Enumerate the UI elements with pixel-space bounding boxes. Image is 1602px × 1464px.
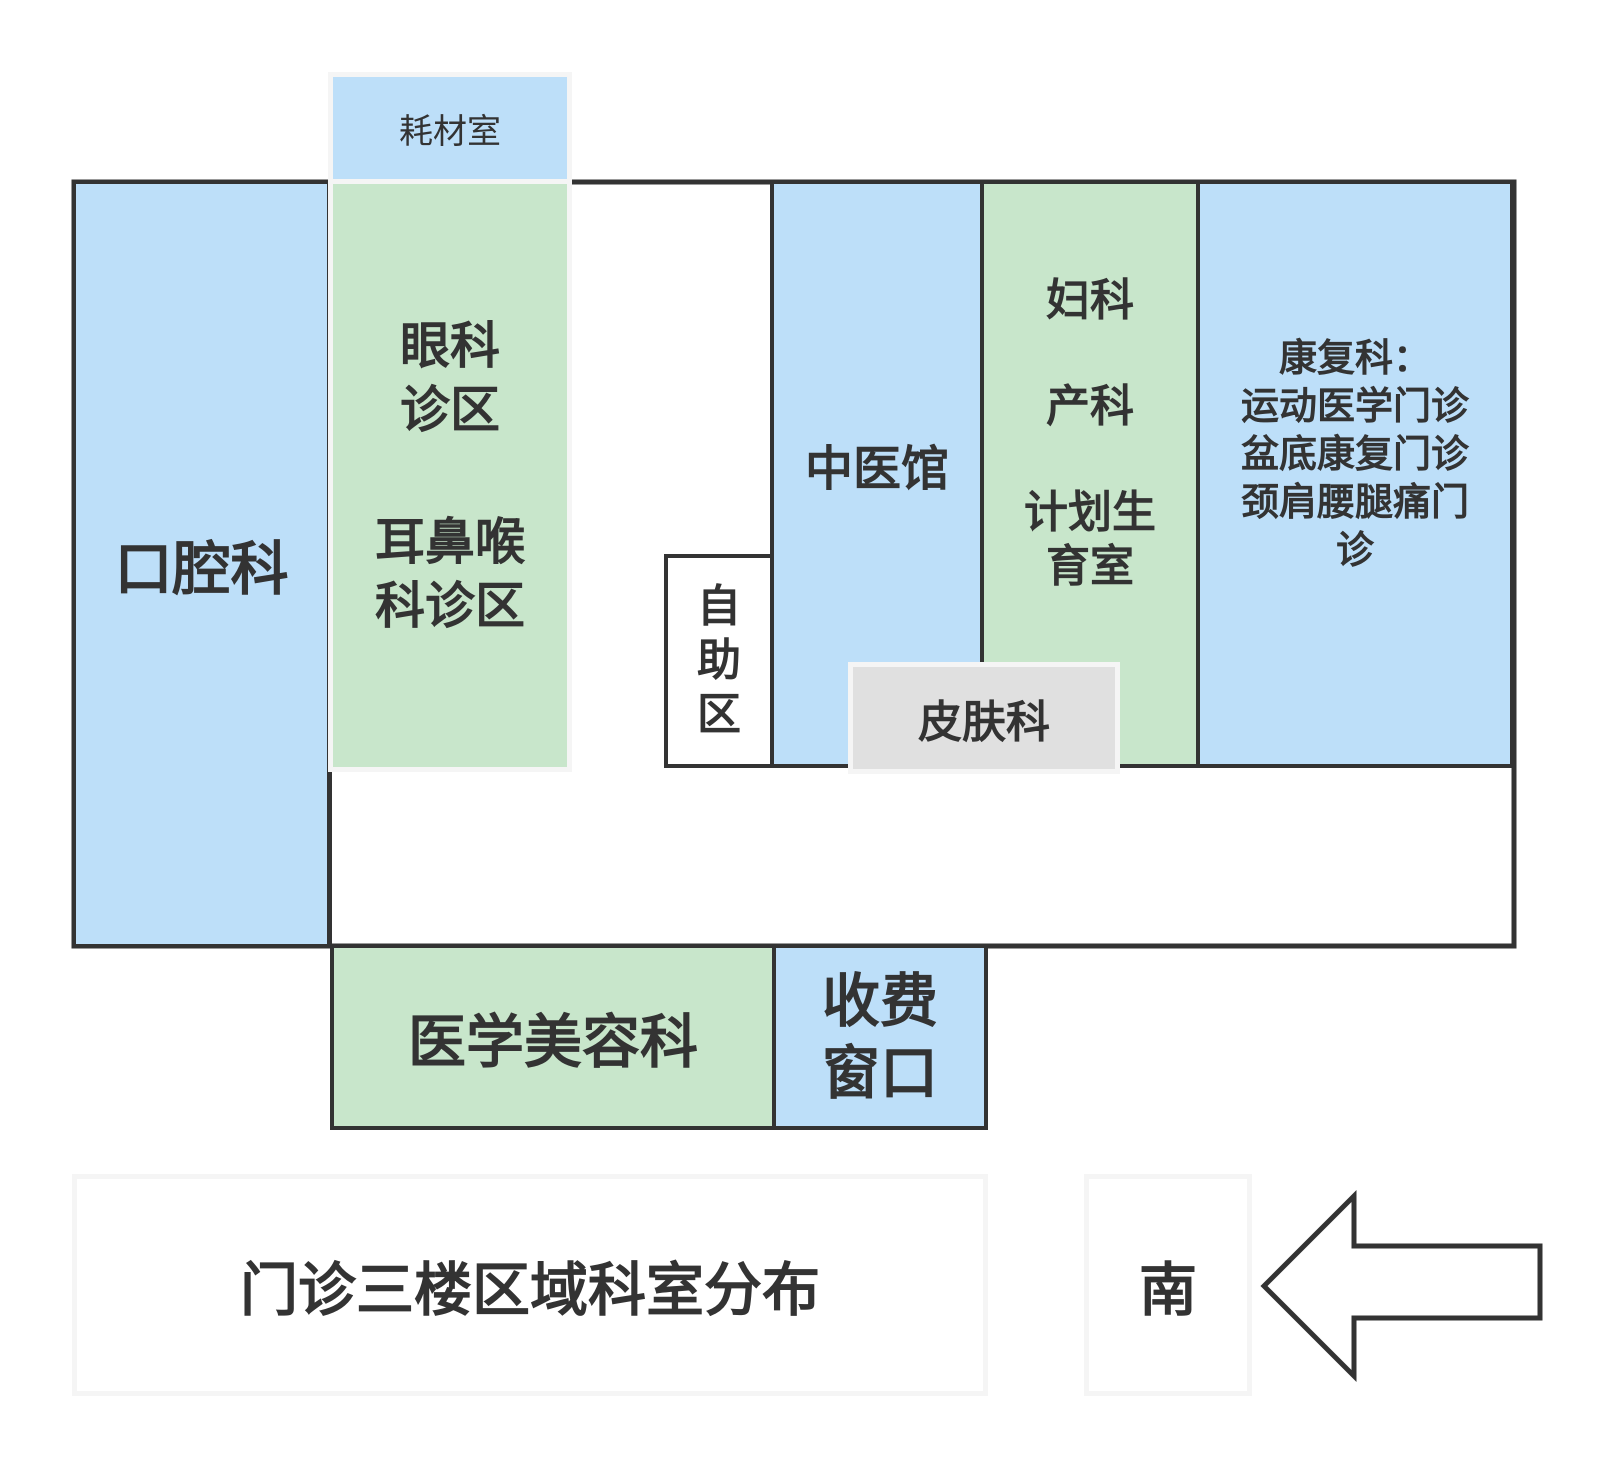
room-consumables: 耗材室: [328, 72, 572, 184]
room-stomatology: 口腔科: [72, 180, 332, 948]
room-rehabilitation: 康复科： 运动医学门诊 盆底康复门诊 颈肩腰腿痛门 诊: [1196, 180, 1514, 768]
room-dermatology: 皮肤科: [848, 662, 1120, 774]
rehab-line-5: 诊: [1335, 528, 1374, 572]
ent-line-2: 科诊区: [375, 576, 525, 635]
room-cosmetic: 医学美容科: [330, 944, 776, 1130]
diagram-title: 门诊三楼区域科室分布: [239, 1256, 820, 1324]
rehab-line-4: 颈肩腰腿痛门: [1240, 480, 1469, 524]
arrow-left-icon: [1260, 1189, 1543, 1383]
direction-box: 南: [1084, 1174, 1252, 1396]
ophthalmology-line-2: 诊区: [400, 380, 500, 439]
cashier-line-2: 窗口: [821, 1039, 938, 1107]
tcm-label: 中医馆: [804, 441, 949, 497]
ophthalmology-line-1: 眼科: [400, 316, 500, 375]
direction-label: 南: [1138, 1256, 1197, 1324]
consumables-label: 耗材室: [399, 111, 501, 152]
family-planning-line-1: 计划生: [1024, 487, 1156, 538]
ent-line-1: 耳鼻喉: [375, 512, 525, 571]
room-self-service: 自 助 区: [664, 554, 774, 768]
dermatology-label: 皮肤科: [918, 697, 1050, 748]
self-service-char-3: 区: [697, 689, 741, 740]
cashier-line-1: 收费: [821, 967, 938, 1035]
diagram-title-box: 门诊三楼区域科室分布: [72, 1174, 988, 1396]
rehab-line-3: 盆底康复门诊: [1240, 432, 1469, 476]
cosmetic-label: 医学美容科: [407, 1008, 698, 1076]
rehab-line-2: 运动医学门诊: [1240, 384, 1469, 428]
obstetrics-label: 产科: [1046, 381, 1134, 432]
room-cashier: 收费 窗口: [772, 944, 988, 1130]
room-ophthalmology-ent: 眼科 诊区 耳鼻喉 科诊区: [328, 182, 572, 772]
self-service-char-2: 助: [697, 635, 741, 686]
gynecology-label: 妇科: [1046, 275, 1134, 326]
rehab-line-1: 康复科：: [1278, 336, 1431, 380]
stomatology-label: 口腔科: [114, 535, 289, 603]
family-planning-line-2: 育室: [1046, 541, 1134, 592]
self-service-char-1: 自: [697, 581, 741, 632]
